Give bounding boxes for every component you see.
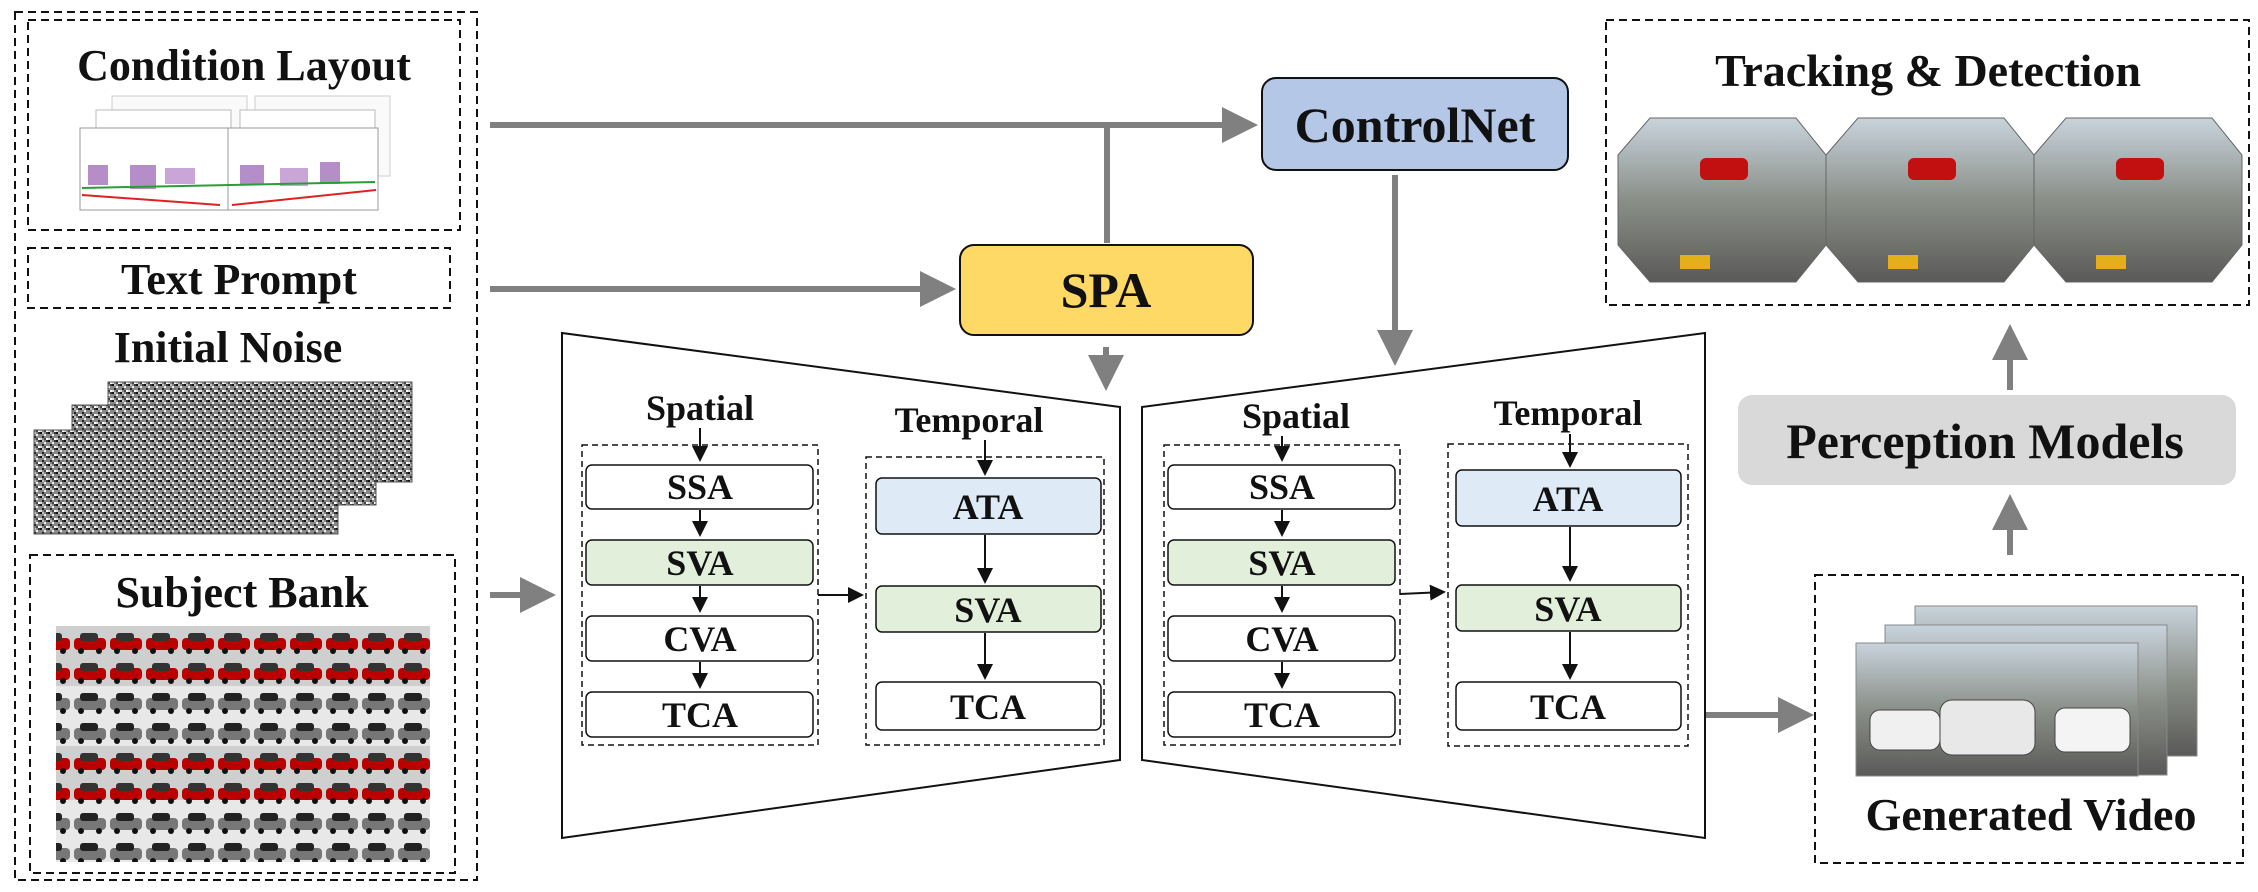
encoder-ata-label: ATA <box>953 487 1024 527</box>
generated-video-box <box>1814 574 2244 864</box>
decoder-sva-block <box>1167 539 1396 586</box>
condition-layout-title: Condition Layout <box>77 41 411 90</box>
subject-bank-box <box>29 554 456 874</box>
decoder-spatial-label: Spatial <box>1242 396 1350 436</box>
decoder-temporal-group <box>1447 443 1689 747</box>
decoder-ata-block <box>1455 469 1682 527</box>
encoder-sva-label: SVA <box>666 543 733 583</box>
text-prompt-box <box>27 247 451 309</box>
decoder-cva-label: CVA <box>1245 619 1318 659</box>
subject-bank-grid <box>56 626 430 862</box>
tracking-detection-frames <box>1617 117 2243 283</box>
decoder-tca-block <box>1167 691 1396 738</box>
decoder-internal-arrows <box>1274 434 1578 689</box>
encoder-tca-label: TCA <box>662 695 738 735</box>
decoder-tca-label: TCA <box>1244 695 1320 735</box>
encoder-cva-block <box>585 615 814 662</box>
condition-layout-box <box>27 19 461 231</box>
inputs-group-border <box>14 11 478 881</box>
condition-layout-thumbnails <box>79 95 391 211</box>
encoder-ssa-label: SSA <box>667 467 733 507</box>
controlnet-module <box>1261 77 1569 171</box>
encoder-tca-block <box>585 691 814 738</box>
generated-video-frames <box>1855 605 2198 777</box>
decoder-temporal-sva-block <box>1455 584 1682 632</box>
spa-module <box>959 244 1254 336</box>
tracking-detection-title: Tracking & Detection <box>1715 45 2141 96</box>
decoder-cva-block <box>1167 615 1396 662</box>
encoder-temporal-tca-label: TCA <box>950 687 1026 727</box>
subject-bank-title: Subject Bank <box>115 568 369 617</box>
spa-label: SPA <box>1061 262 1152 318</box>
decoder-temporal-label: Temporal <box>1494 393 1643 433</box>
perception-models-label: Perception Models <box>1786 413 2184 469</box>
decoder-sva-label: SVA <box>1248 543 1315 583</box>
encoder-ata-block <box>875 477 1102 535</box>
decoder-ssa-label: SSA <box>1249 467 1315 507</box>
encoder-temporal-group <box>865 456 1105 746</box>
decoder-temporal-sva-label: SVA <box>1534 589 1601 629</box>
connection-arrows <box>490 107 2028 733</box>
encoder-temporal-sva-label: SVA <box>954 590 1021 630</box>
text-prompt-title: Text Prompt <box>121 255 357 304</box>
encoder-temporal-label: Temporal <box>895 400 1044 440</box>
decoder-ata-label: ATA <box>1533 479 1604 519</box>
initial-noise-title: Initial Noise <box>114 323 343 372</box>
encoder-internal-arrows <box>692 428 993 689</box>
encoder-spatial-label: Spatial <box>646 388 754 428</box>
encoder-sva-block <box>585 539 814 586</box>
decoder-spatial-group <box>1163 444 1401 746</box>
decoder-temporal-tca-block <box>1455 681 1682 731</box>
decoder-ssa-block <box>1167 464 1396 510</box>
generated-video-title: Generated Video <box>1866 789 2197 840</box>
controlnet-label: ControlNet <box>1295 97 1536 153</box>
initial-noise-frames <box>33 381 413 535</box>
encoder-ssa-block <box>585 464 814 510</box>
perception-models-module <box>1738 395 2236 485</box>
encoder-cva-label: CVA <box>663 619 736 659</box>
decoder-temporal-tca-label: TCA <box>1530 687 1606 727</box>
tracking-detection-box <box>1605 19 2250 306</box>
encoder-temporal-sva-block <box>875 585 1102 633</box>
encoder-temporal-tca-block <box>875 681 1102 731</box>
